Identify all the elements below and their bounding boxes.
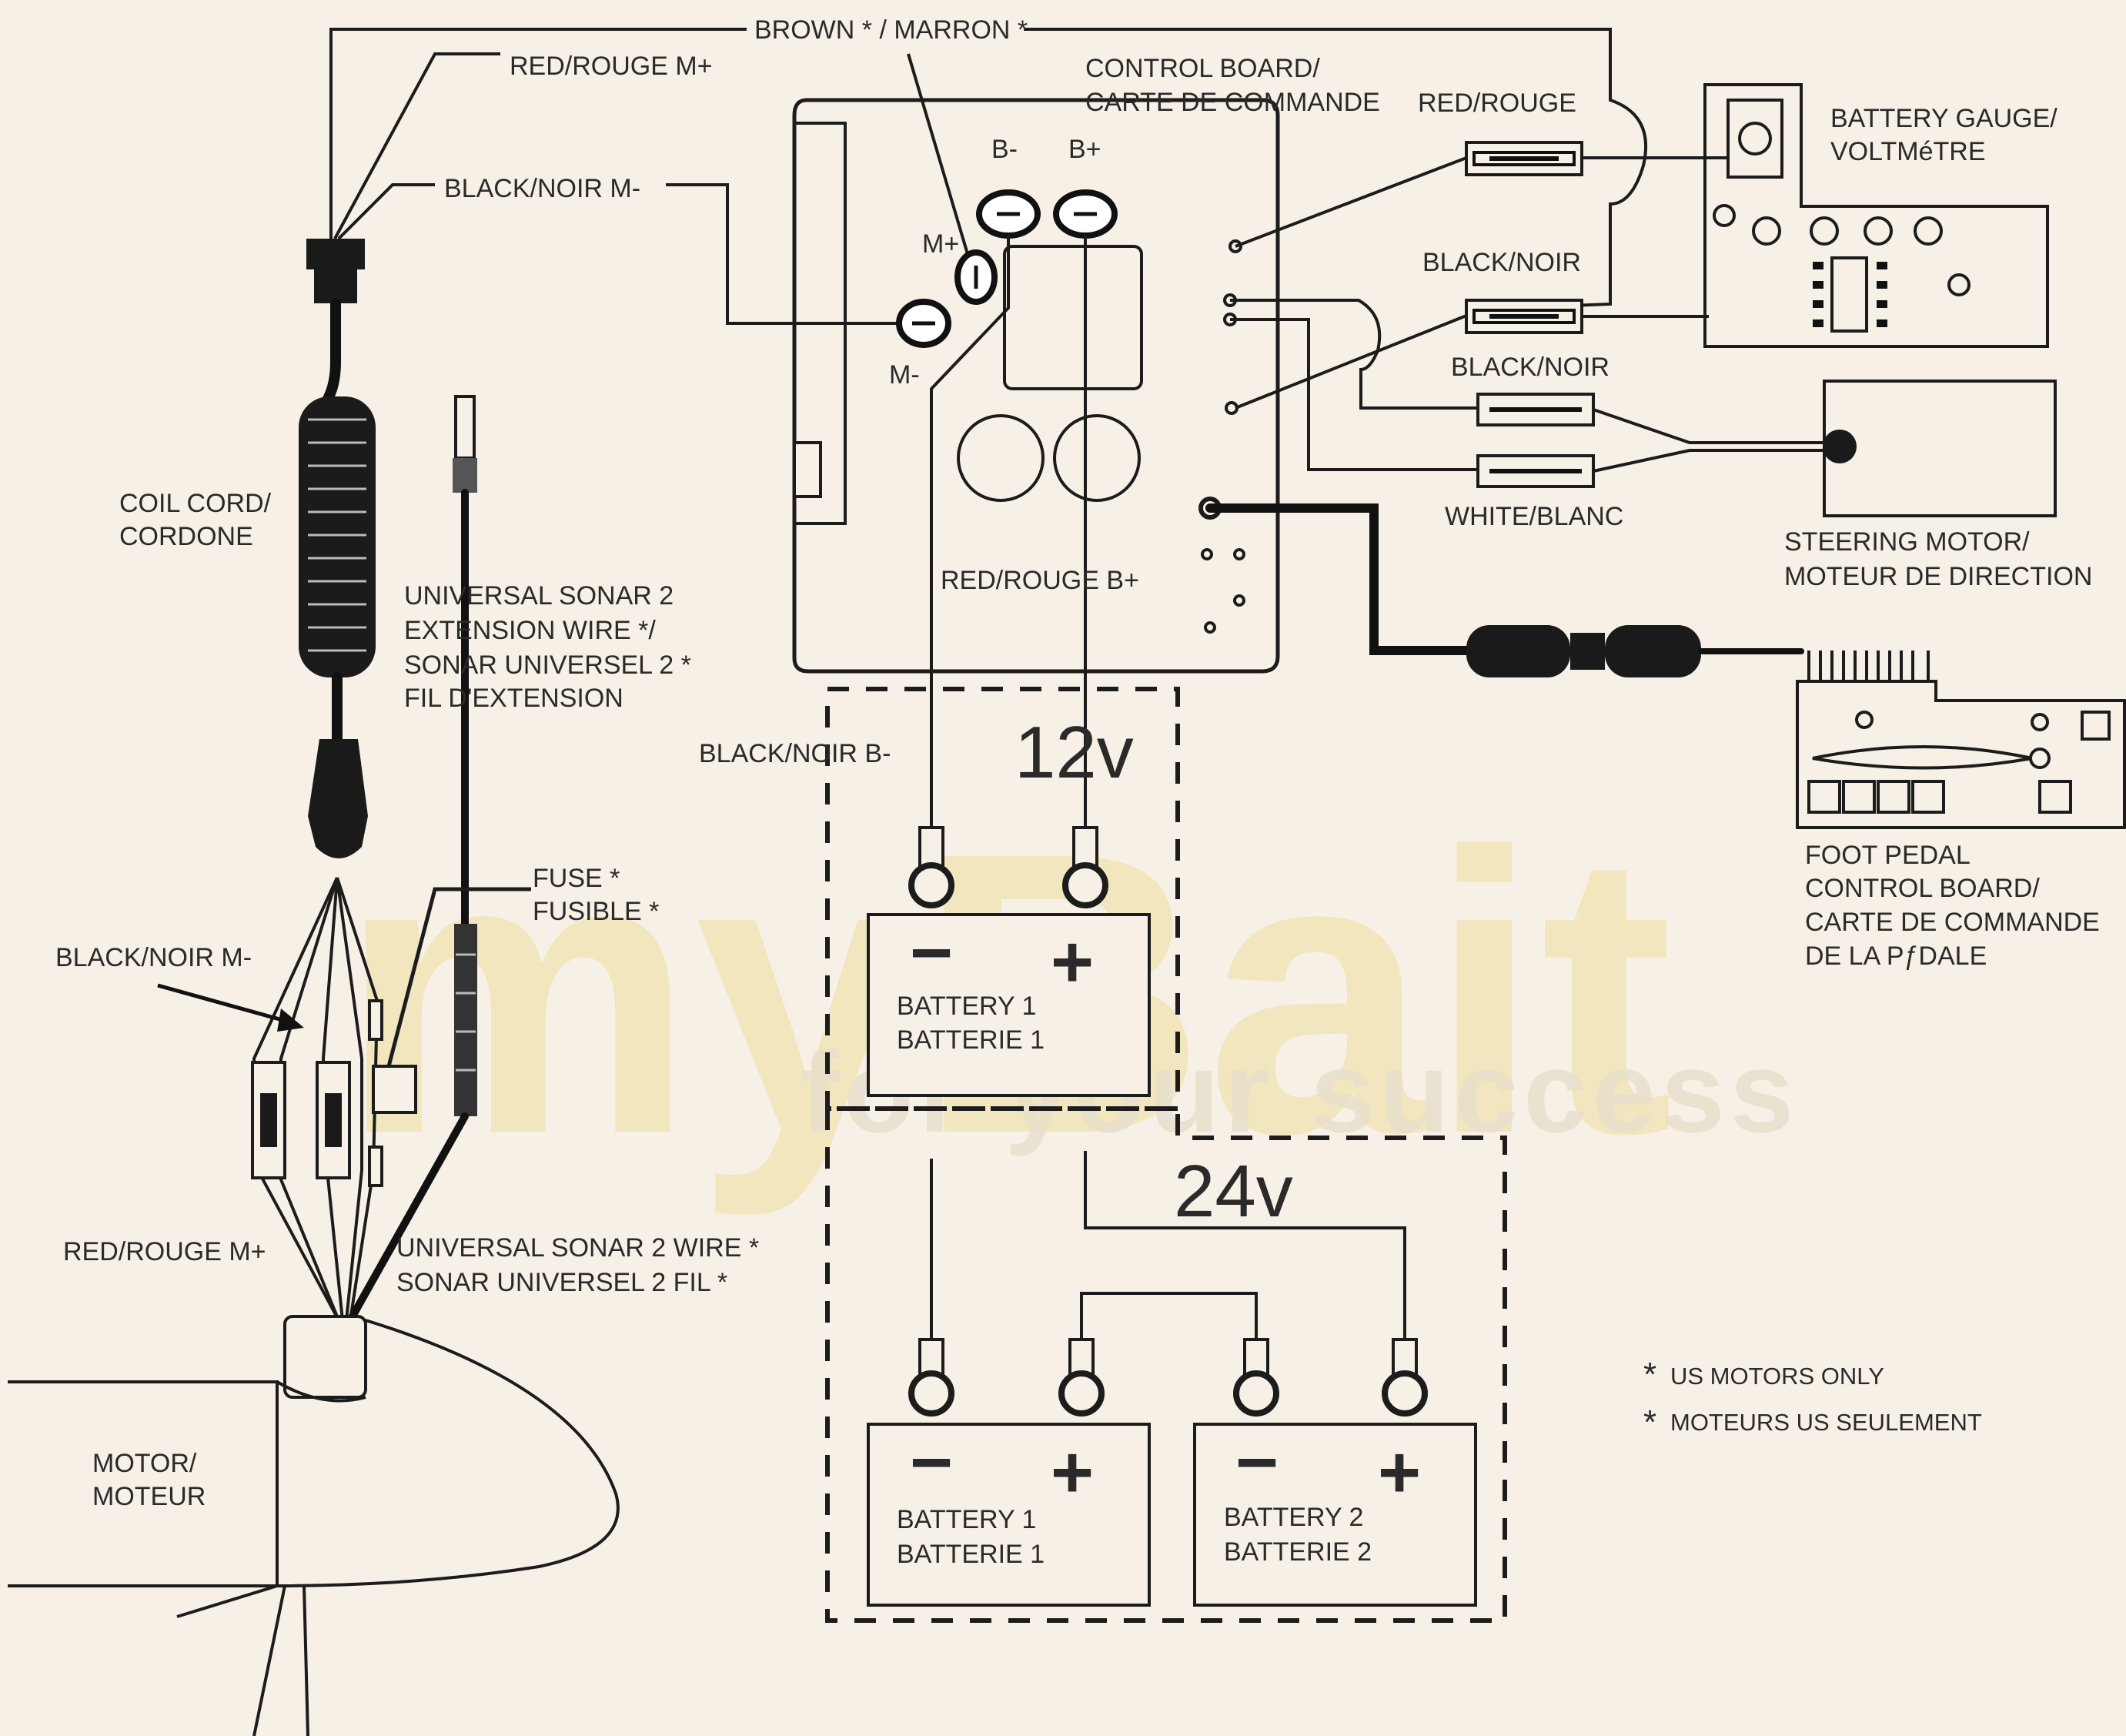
battery-1-12v	[867, 913, 1151, 1097]
gauge-wires	[1230, 141, 1824, 488]
battery2-24v-minus: −	[1235, 1421, 1279, 1504]
us-only-note-2: MOTEURS US SEULEMENT	[1670, 1409, 1982, 1436]
steering-motor-label-2: MOTEUR DE DIRECTION	[1784, 562, 2092, 591]
battery-gauge	[1703, 83, 2049, 348]
red-rouge-m-plus-top-label: RED/ROUGE M+	[510, 52, 713, 81]
foot-pedal-label-1: FOOT PEDAL	[1805, 841, 1971, 870]
sonar-wire-label-1: UNIVERSAL SONAR 2 WIRE *	[396, 1233, 759, 1263]
black-noir-m-minus-top-label: BLACK/NOIR M-	[444, 174, 640, 203]
24v-label: 24v	[1174, 1150, 1293, 1233]
motor	[8, 1315, 620, 1736]
m-minus-label: M-	[889, 360, 920, 390]
black-noir-m-minus-left-label: BLACK/NOIR M-	[55, 943, 252, 972]
sonar-wire-label-2: SONAR UNIVERSEL 2 FIL *	[396, 1268, 727, 1297]
battery1-24v-label-2: BATTERIE 1	[897, 1540, 1045, 1569]
coil-cord-label-2: CORDONE	[119, 522, 253, 551]
us-only-asterisk-2: *	[1643, 1403, 1656, 1441]
coil-cord	[299, 396, 376, 858]
brown-marron-label: BROWN * / MARRON *	[754, 15, 1028, 45]
foot-pedal-board	[1796, 651, 2126, 829]
white-blanc-label: WHITE/BLANC	[1445, 502, 1623, 531]
watermark: myBait for your success	[339, 770, 1794, 1219]
b-minus-label: B-	[991, 135, 1018, 164]
red-rouge-gauge-label: RED/ROUGE	[1418, 89, 1576, 118]
foot-pedal-label-2: CONTROL BOARD/	[1805, 874, 2040, 903]
m-plus-label: M+	[922, 229, 959, 259]
labels: BROWN * / MARRON * RED/ROUGE M+ BLACK/NO…	[55, 15, 2100, 1569]
battery2-24v-plus: +	[1378, 1431, 1421, 1514]
sonar-ext-label-1: UNIVERSAL SONAR 2	[404, 581, 674, 610]
fuse-label-1: FUSE *	[533, 864, 620, 893]
black-noir-steer-label: BLACK/NOIR	[1451, 353, 1610, 382]
sonar-ext-label-3: SONAR UNIVERSEL 2 *	[404, 651, 691, 680]
control-board-label-2: CARTE DE COMMANDE	[1085, 88, 1380, 117]
battery1-12v-label-2: BATTERIE 1	[897, 1025, 1045, 1055]
b-plus-label: B+	[1068, 135, 1101, 164]
motor-label-2: MOTEUR	[92, 1482, 206, 1511]
us-only-note-1: US MOTORS ONLY	[1670, 1363, 1884, 1390]
12v-section	[825, 687, 1180, 1111]
us-only-asterisk-1: *	[1643, 1356, 1656, 1393]
red-rouge-m-plus-left-label: RED/ROUGE M+	[63, 1237, 266, 1266]
battery-gauge-label-1: BATTERY GAUGE/	[1830, 104, 2057, 133]
top-wires	[329, 28, 1648, 325]
motor-label-1: MOTOR/	[92, 1449, 197, 1478]
battery1-12v-minus: −	[910, 911, 953, 994]
12v-label: 12v	[1015, 711, 1134, 794]
battery1-12v-plus: +	[1051, 921, 1094, 1003]
battery-gauge-label-2: VOLTMéTRE	[1830, 137, 1986, 166]
black-noir-gauge-label: BLACK/NOIR	[1422, 248, 1581, 277]
sonar-ext-label-4: FIL D'EXTENSION	[404, 684, 623, 713]
battery2-24v-label-1: BATTERY 2	[1224, 1503, 1363, 1532]
motor-lead-wires	[157, 877, 531, 1324]
steering-motor-label-1: STEERING MOTOR/	[1784, 527, 2030, 557]
control-board-label-1: CONTROL BOARD/	[1085, 54, 1320, 83]
24v-section	[825, 1106, 1507, 1623]
foot-pedal-label-3: CARTE DE COMMANDE	[1805, 908, 2100, 937]
fuse-label-2: FUSIBLE *	[533, 897, 659, 926]
sonar-extension-wire	[453, 395, 477, 1116]
battery-1-24v	[867, 1423, 1151, 1607]
motor-connector	[306, 239, 365, 406]
foot-pedal-cable	[1205, 503, 1804, 677]
battery1-12v-label-1: BATTERY 1	[897, 992, 1036, 1021]
foot-pedal-label-4: DE LA PƒDALE	[1805, 942, 1987, 971]
battery1-24v-plus: +	[1051, 1431, 1094, 1514]
battery-2-24v	[1193, 1423, 1477, 1607]
battery1-24v-minus: −	[910, 1421, 953, 1504]
red-rouge-b-plus-label: RED/ROUGE B+	[941, 566, 1139, 595]
control-board	[792, 98, 1280, 828]
sonar-ext-label-2: EXTENSION WIRE */	[404, 616, 656, 645]
steering-motor	[1823, 380, 2057, 517]
coil-cord-label-1: COIL CORD/	[119, 489, 272, 518]
battery2-24v-label-2: BATTERIE 2	[1224, 1537, 1372, 1567]
battery1-24v-label-1: BATTERY 1	[897, 1505, 1036, 1534]
black-noir-b-minus-label: BLACK/NOIR B-	[699, 739, 891, 768]
